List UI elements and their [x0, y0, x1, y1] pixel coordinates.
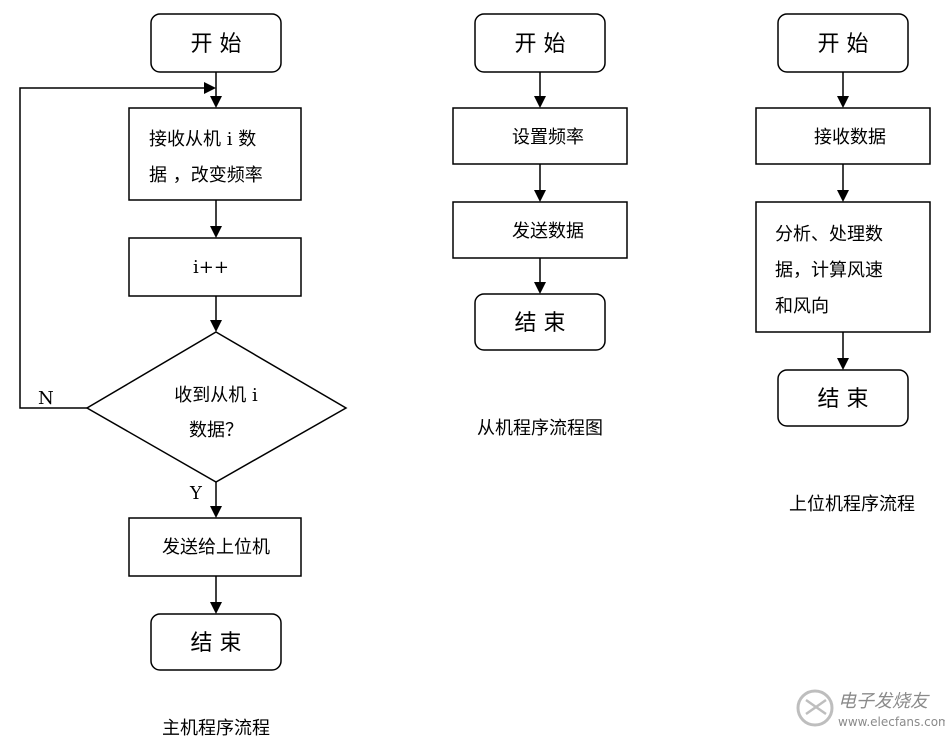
main-increment-node	[128, 237, 302, 297]
main-arrowhead-5	[210, 602, 222, 614]
host-arrowhead-3	[837, 358, 849, 370]
host-caption: 上位机程序流程	[789, 494, 915, 515]
watermark-brand: 电子发烧友	[838, 691, 930, 712]
host-end-label: 结 束	[818, 387, 869, 412]
slave-setfreq-label: 设置频率	[512, 127, 584, 148]
slave-end-label: 结 束	[515, 311, 566, 336]
slave-senddata-label: 发送数据	[512, 221, 584, 242]
main-decision-label-1: 收到从机 i	[174, 385, 258, 406]
watermark: 电子发烧友 www.elecfans.com	[796, 689, 945, 729]
watermark-url: www.elecfans.com	[838, 715, 945, 729]
main-arrowhead-1	[210, 96, 222, 108]
main-arrowhead-4	[210, 506, 222, 518]
main-end-node	[150, 613, 282, 671]
host-arrowhead-2	[837, 190, 849, 202]
main-decision-node	[85, 331, 348, 483]
main-arrowhead-3	[210, 320, 222, 332]
host-arrowhead-1	[837, 96, 849, 108]
main-decision-label-2: 数据？	[189, 420, 243, 441]
slave-arrowhead-2	[534, 190, 546, 202]
host-end-node	[777, 369, 909, 427]
slave-caption: 从机程序流程图	[477, 418, 603, 439]
slave-start-label: 开 始	[515, 32, 566, 57]
main-receive-node	[128, 107, 302, 201]
host-process-label-2: 据，计算风速	[775, 260, 883, 281]
main-loop-no-path	[19, 87, 206, 409]
host-process-label-1: 分析、处理数	[775, 224, 883, 245]
host-process-label-3: 和风向	[775, 296, 829, 317]
host-start-label: 开 始	[818, 32, 869, 57]
host-process-node	[755, 201, 931, 333]
host-receive-node	[755, 107, 931, 165]
slave-senddata-node	[452, 201, 628, 259]
main-no-label: N	[38, 388, 54, 409]
main-receive-label-2: 据 ，改变频率	[149, 165, 263, 186]
main-receive-label-1: 接收从机 i 数	[149, 129, 256, 150]
host-receive-label: 接收数据	[814, 127, 886, 148]
slave-arrowhead-1	[534, 96, 546, 108]
main-increment-label: i++	[193, 257, 229, 278]
main-end-label: 结 束	[191, 631, 242, 656]
main-flowchart: 开 始 接收从机 i 数 据 ，改变频率 i++ 收到从机 i 数据？ N Y …	[19, 13, 348, 738]
main-loop-arrowhead	[204, 82, 216, 94]
main-start-label: 开 始	[191, 32, 242, 57]
main-caption: 主机程序流程	[162, 718, 270, 738]
watermark-logo-icon	[796, 689, 834, 727]
main-send-label: 发送给上位机	[162, 537, 270, 558]
main-yes-label: Y	[189, 483, 203, 504]
slave-flowchart: 开 始 设置频率 发送数据 结 束 从机程序流程图	[452, 13, 628, 439]
slave-arrowhead-3	[534, 282, 546, 294]
slave-end-node	[474, 293, 606, 351]
main-send-node	[128, 517, 302, 577]
main-arrowhead-2	[210, 226, 222, 238]
host-flowchart: 开 始 接收数据 分析、处理数 据，计算风速 和风向 结 束 上位机程序流程	[755, 13, 931, 515]
